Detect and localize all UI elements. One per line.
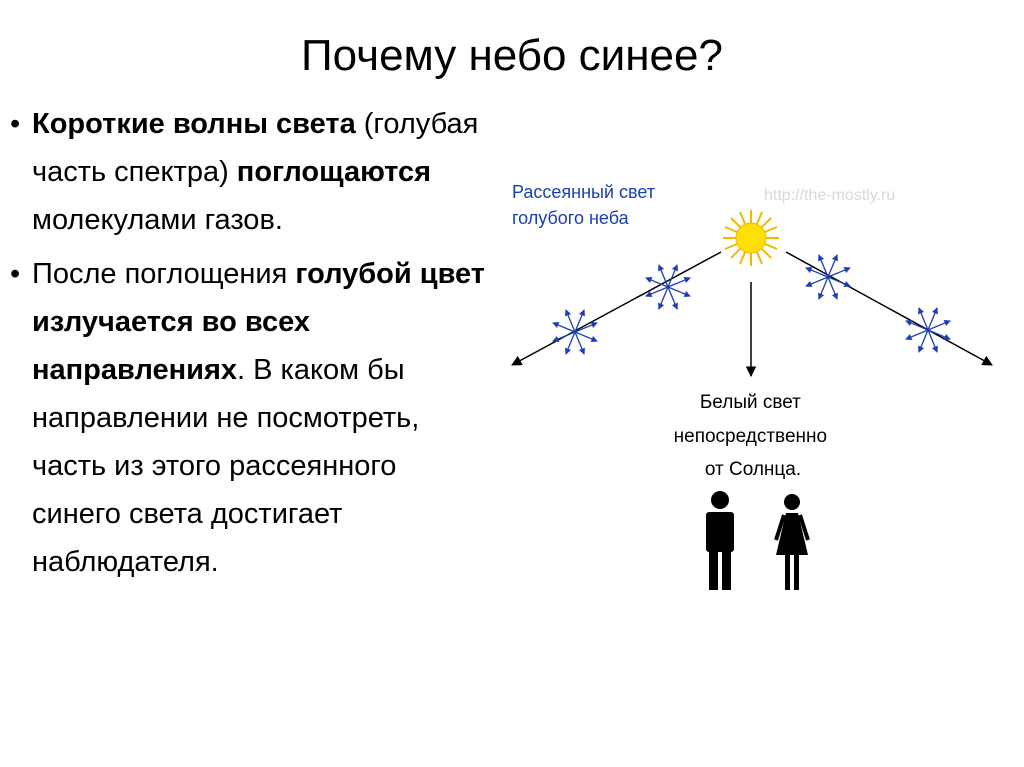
scatter-arrow [927, 320, 951, 331]
scatter-arrow [574, 331, 585, 355]
slide-title: Почему небо синее? [301, 31, 723, 80]
scattered-ray-left [511, 251, 722, 366]
scatter-arrow [927, 329, 951, 340]
scatter-arrow [805, 276, 829, 287]
scattered-light-label: Рассеянный свет голубого неба [512, 182, 660, 228]
scattered-ray-right [785, 251, 993, 366]
scatter-arrow [905, 320, 929, 331]
scatter-arrow [565, 331, 576, 355]
scatter-arrow [667, 286, 678, 310]
man-icon [706, 491, 734, 590]
scatter-arrow [552, 322, 576, 333]
scatter-arrow [667, 277, 691, 288]
watermark: http://the-mostly.ru [764, 187, 895, 204]
scattered-light-label-line: голубого неба [512, 208, 630, 228]
scattered-light-label-line: Рассеянный свет [512, 182, 655, 202]
scatter-arrow [818, 254, 829, 278]
scatter-arrow [905, 329, 929, 340]
scatter-star-icon [645, 264, 691, 310]
scatter-arrow [645, 277, 669, 288]
sky-scattering-diagram: Рассеянный свет голубого неба http://the… [511, 182, 993, 590]
scatter-star-icon [805, 254, 851, 300]
bullet-list: • Короткие волны света (голубая часть сп… [10, 100, 485, 592]
bullet-text-bold: Короткие волны света [32, 108, 356, 140]
bullet-text: После поглощения [32, 258, 296, 290]
scatter-arrow [658, 286, 669, 310]
scatter-arrow [574, 309, 585, 333]
sun-icon [723, 210, 779, 266]
scatter-arrow [645, 286, 669, 297]
bullet-text: молекулами газов. [32, 204, 283, 236]
scatter-arrow [658, 264, 669, 288]
scatter-star-icon [552, 309, 598, 355]
scatter-arrow [827, 267, 851, 278]
scatter-arrow [918, 329, 929, 353]
bullet-text-bold: поглощаются [236, 156, 432, 188]
scatter-arrow [667, 286, 691, 297]
scatter-arrow [565, 309, 576, 333]
direct-light-label: Белый свет непосредственно от Солнца. [674, 392, 833, 480]
bullet-text-bold: голубой цвет излучается во всех направле… [32, 258, 485, 386]
scatter-arrow [818, 276, 829, 300]
woman-icon [774, 494, 810, 590]
bullet-mark: • [10, 258, 21, 290]
scatter-arrow [574, 331, 598, 342]
bullet-text: (голубая часть спектра) [32, 108, 479, 188]
scatter-arrow [805, 267, 829, 278]
scatter-arrow [574, 322, 598, 333]
bullet-mark: • [10, 108, 21, 140]
direct-light-label-line: непосредственно [674, 426, 827, 447]
bullet-item: • После поглощения голубой цвет излучает… [10, 250, 485, 586]
scatter-arrow [827, 276, 851, 287]
bullet-text: . В каком бы направлении не посмотреть, … [32, 354, 420, 578]
scatter-arrow [918, 307, 929, 331]
direct-light-label-line: Белый свет [700, 392, 801, 413]
direct-light-label-line: от Солнца. [705, 459, 801, 480]
scatter-arrow [827, 254, 838, 278]
scatter-arrow [827, 276, 838, 300]
scatter-arrow [552, 331, 576, 342]
scatter-star-icon [905, 307, 951, 353]
scatter-arrow [667, 264, 678, 288]
scatter-arrow [927, 307, 938, 331]
scatter-arrow [927, 329, 938, 353]
bullet-item: • Короткие волны света (голубая часть сп… [10, 100, 485, 244]
